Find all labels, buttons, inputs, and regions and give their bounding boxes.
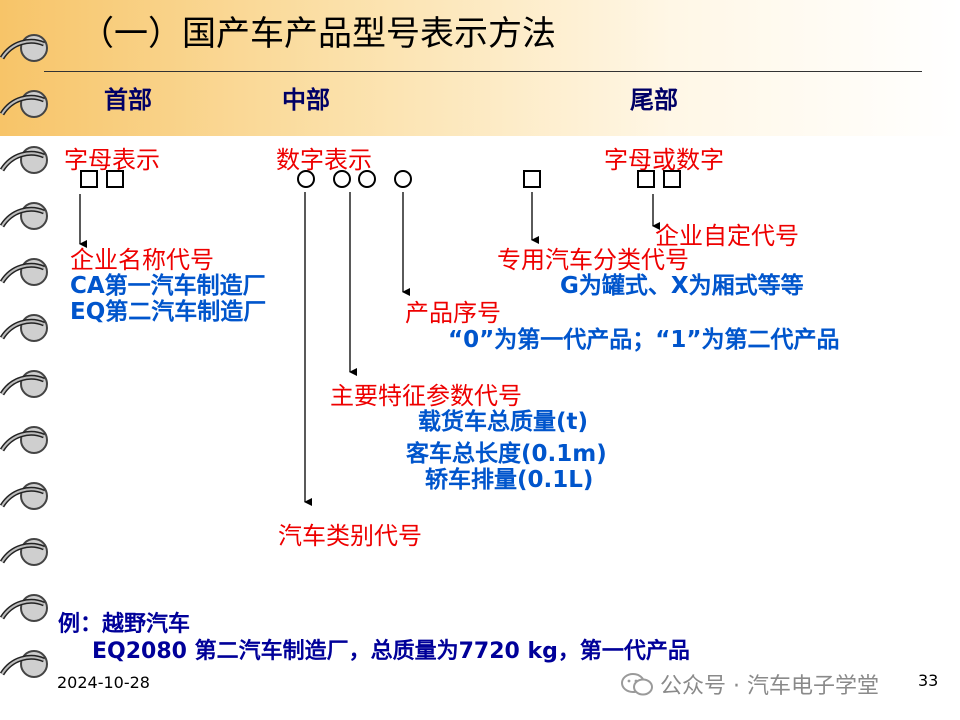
label-custom-code: 企业自定代号 <box>655 222 799 250</box>
example-label: 例：越野汽车 <box>58 612 191 637</box>
digit-circle-3 <box>358 170 376 188</box>
footer-date: 2024-10-28 <box>57 673 150 692</box>
enterprise-example-1: CA第一汽车制造厂 <box>70 273 266 299</box>
label-special-code: 专用汽车分类代号 <box>497 246 689 274</box>
digit-circle-1 <box>297 170 315 188</box>
tail-box-3 <box>663 170 681 188</box>
section-head: 首部 <box>104 86 152 114</box>
label-product-seq: 产品序号 <box>405 299 501 327</box>
category-letter-or-digit: 字母或数字 <box>604 146 724 174</box>
digit-circle-4 <box>394 170 412 188</box>
section-tail: 尾部 <box>630 86 678 114</box>
title-divider <box>44 71 922 72</box>
example-text: EQ2080 第二汽车制造厂，总质量为7720 kg，第一代产品 <box>92 639 690 664</box>
product-seq-example: “0”为第一代产品；“1”为第二代产品 <box>448 327 840 353</box>
header-band <box>0 0 960 136</box>
tail-box-1 <box>523 170 541 188</box>
category-letter: 字母表示 <box>64 146 160 174</box>
category-digit: 数字表示 <box>276 146 372 174</box>
main-param-example-1: 载货车总质量(t) <box>418 409 589 435</box>
watermark: 公众号 · 汽车电子学堂 <box>620 668 879 700</box>
letter-box-2 <box>106 170 124 188</box>
enterprise-example-2: EQ第二汽车制造厂 <box>70 299 267 325</box>
letter-box-1 <box>80 170 98 188</box>
main-param-example-2: 客车总长度(0.1m) <box>406 441 607 467</box>
slide-title: （一）国产车产品型号表示方法 <box>80 14 556 54</box>
tail-box-2 <box>637 170 655 188</box>
page-number: 33 <box>918 671 939 690</box>
label-enterprise-code: 企业名称代号 <box>70 246 214 274</box>
special-example: G为罐式、X为厢式等等 <box>560 273 804 299</box>
watermark-text: 公众号 · 汽车电子学堂 <box>660 674 879 699</box>
main-param-example-3: 轿车排量(0.1L) <box>425 467 594 493</box>
section-middle: 中部 <box>282 86 330 114</box>
label-vehicle-type: 汽车类别代号 <box>278 522 422 550</box>
digit-circle-2 <box>333 170 351 188</box>
wechat-icon <box>621 673 653 696</box>
label-main-param: 主要特征参数代号 <box>330 382 522 410</box>
notebook-rings <box>0 34 60 720</box>
